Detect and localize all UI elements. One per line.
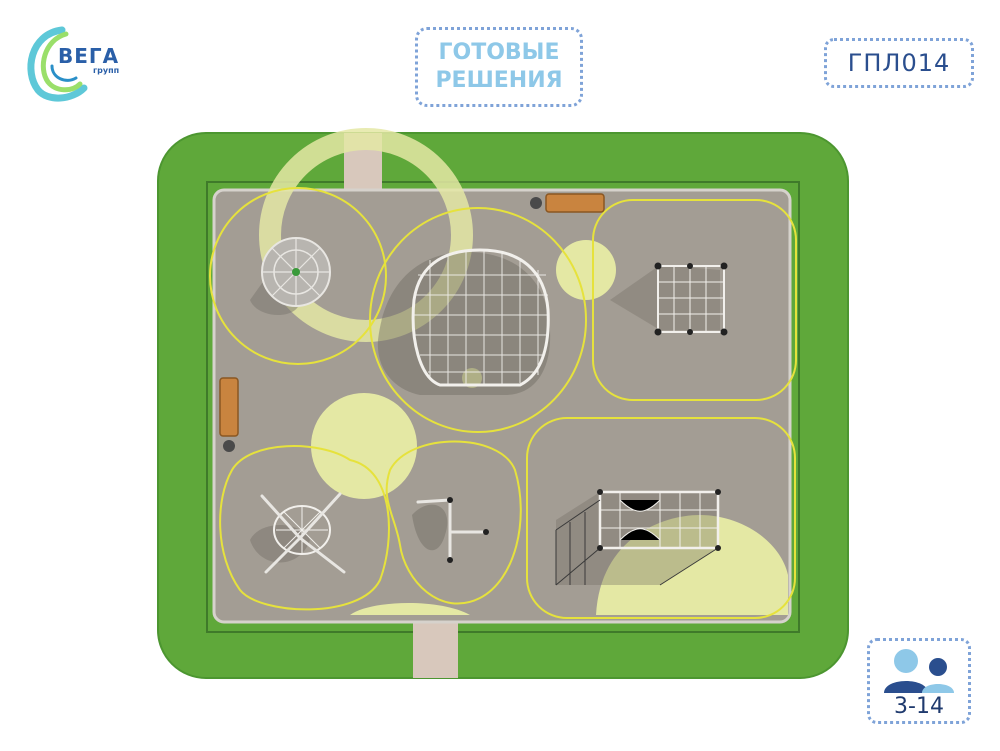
climber-right <box>555 489 721 586</box>
bench-top <box>530 193 605 213</box>
path-bottom <box>413 618 458 678</box>
zone-climber-mid <box>385 440 522 605</box>
product-code-badge: ГПЛ014 <box>824 38 974 88</box>
net-dome <box>377 248 551 395</box>
zone-carousel <box>209 187 387 365</box>
carousel <box>250 237 331 315</box>
bench-left <box>219 377 239 452</box>
zone-net-dome <box>369 207 587 433</box>
ready-solutions-line1: ГОТОВЫЕ <box>438 40 560 65</box>
climber-left <box>250 492 346 574</box>
spot-right <box>556 240 616 300</box>
age-range: 3-14 <box>894 694 944 719</box>
spot-center <box>462 368 482 388</box>
grass-texture <box>157 132 849 679</box>
ready-solutions-badge: ГОТОВЫЕ РЕШЕНИЯ <box>415 27 583 107</box>
spot-middle <box>311 393 417 499</box>
rubber-surface <box>212 188 792 624</box>
zone-climber-right <box>526 417 796 619</box>
zone-cube-net <box>592 199 797 401</box>
cube-net <box>610 262 728 336</box>
brand-logo-mark <box>27 26 88 102</box>
spot-bottom <box>350 602 470 615</box>
climber-mid <box>412 497 489 563</box>
product-code: ГПЛ014 <box>847 49 951 77</box>
brand-sub: групп <box>93 66 120 75</box>
children-icon <box>884 649 954 693</box>
brand-name: ВЕГА <box>58 44 120 68</box>
ready-solutions-line2: РЕШЕНИЯ <box>435 68 563 93</box>
age-range-badge: 3-14 <box>867 638 971 724</box>
fence <box>206 181 800 633</box>
zone-climber-left <box>219 445 390 611</box>
